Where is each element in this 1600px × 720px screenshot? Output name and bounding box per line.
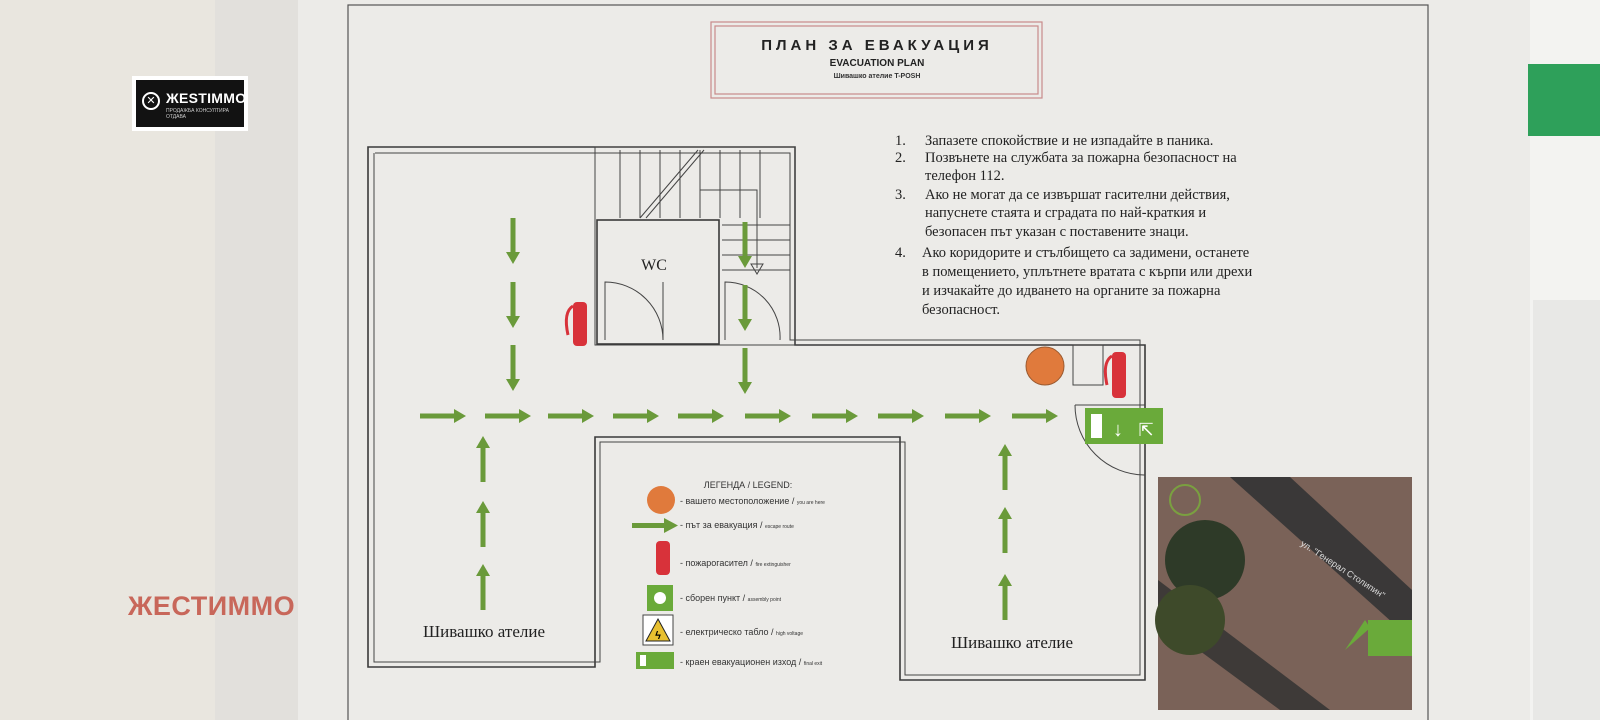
legend-label-en: fire extinguisher — [755, 562, 791, 568]
escape-route-arrow-icon — [812, 409, 858, 423]
fire-extinguisher-icon — [656, 541, 670, 575]
instruction-line: безопасност. — [922, 302, 1000, 318]
escape-route-arrow-icon — [506, 282, 520, 328]
legend-label: - краен евакуационен изход / — [680, 657, 802, 667]
legend-label: - електрическо табло / — [680, 627, 774, 637]
subtitle: Шивашко ателие T-POSH — [834, 73, 921, 80]
escape-route-arrow-icon — [738, 348, 752, 394]
escape-route-arrows — [420, 218, 1058, 620]
logo-brand: ЖESTIMMO — [166, 90, 247, 106]
escape-route-arrow-icon — [476, 436, 490, 482]
escape-route-arrow-icon — [745, 409, 791, 423]
escape-route-arrow-icon — [420, 409, 466, 423]
final-exit-sign-icon: ↓ ⇱ — [1085, 408, 1163, 444]
instruction-number: 4. — [895, 245, 906, 261]
instruction-line: Запазете спокойствие и не изпадайте в па… — [925, 133, 1213, 149]
you-are-here-icon — [647, 486, 675, 514]
escape-route-arrow-icon — [678, 409, 724, 423]
escape-route-arrow-icon — [506, 218, 520, 264]
svg-text:- краен евакуационен изход / f: - краен евакуационен изход / final exit — [680, 657, 823, 667]
escape-route-arrow-icon — [998, 507, 1012, 553]
instruction-line: Ако не могат да се извършат гасителни де… — [925, 187, 1230, 203]
exit-sign-green — [1528, 64, 1600, 136]
instruction-number: 2. — [895, 150, 906, 166]
legend-label-en: assembly point — [748, 597, 782, 603]
escape-route-arrow-icon — [998, 444, 1012, 490]
title-box: ПЛАН ЗА ЕВАКУАЦИЯ EVACUATION PLAN Шивашк… — [710, 21, 1043, 99]
window-edge — [1533, 300, 1600, 720]
svg-text:⇱: ⇱ — [1138, 420, 1153, 440]
escape-route-arrow-icon — [632, 518, 678, 533]
escape-route-arrow-icon — [738, 285, 752, 331]
escape-route-arrow-icon — [998, 574, 1012, 620]
instruction-line: в помещението, уплътнете вратата с кърпи… — [922, 264, 1252, 280]
legend-label-en: final exit — [804, 661, 823, 667]
escape-route-arrow-icon — [476, 564, 490, 610]
escape-route-arrow-icon — [506, 345, 520, 391]
svg-text:- пожарогасител / fire extingu: - пожарогасител / fire extinguisher — [680, 558, 791, 568]
instruction-number: 1. — [895, 133, 906, 149]
escape-route-arrow-icon — [476, 501, 490, 547]
floor-plan-walls — [367, 146, 1146, 681]
wc-label: WC — [641, 257, 667, 274]
instruction-number: 3. — [895, 187, 906, 203]
svg-text:- сборен пункт / assembly poin: - сборен пункт / assembly point — [680, 593, 782, 603]
instruction-line: напуснете стаята и сградата по най-кратк… — [925, 205, 1206, 221]
instruction-line: Позвънете на службата за пожарна безопас… — [925, 150, 1237, 166]
instruction-line: и изчакайте до идването на органите за п… — [922, 283, 1221, 299]
fire-extinguisher-icon — [564, 302, 587, 346]
escape-route-arrow-icon — [878, 409, 924, 423]
legend-label: - път за евакуация / — [680, 520, 763, 530]
title-en: EVACUATION PLAN — [830, 58, 925, 69]
svg-text:↓: ↓ — [1113, 419, 1123, 441]
right-room-label: Шивашко ателие — [951, 633, 1073, 652]
legend-label-en: you are here — [797, 500, 825, 506]
left-room-label: Шивашко ателие — [423, 622, 545, 641]
watermark: ЖЕСТИММО — [128, 591, 296, 621]
sign-inner-border — [347, 4, 1429, 720]
escape-route-arrow-icon — [1012, 409, 1058, 423]
escape-route-arrow-icon — [945, 409, 991, 423]
logo-tagline: ПРОДАЖБА КОНСУЛТИРА ОТДАВА — [166, 108, 229, 120]
svg-text:- електрическо табло / high vo: - електрическо табло / high voltage — [680, 627, 803, 637]
final-exit-icon — [636, 652, 674, 669]
svg-text:- вашето местоположение / you: - вашето местоположение / you are here — [680, 496, 825, 506]
fire-extinguisher-icon — [1103, 352, 1126, 398]
instruction-line: безопасен път указан с поставените знаци… — [925, 224, 1189, 240]
legend-label-en: escape route — [765, 524, 794, 530]
escape-route-arrow-icon — [613, 409, 659, 423]
instruction-line: Ако коридорите и стълбището са задимени,… — [922, 245, 1249, 261]
legend-label: - сборен пункт / — [680, 593, 746, 603]
keys-icon: ✕ — [142, 92, 160, 110]
instructions-list: 1. Запазете спокойствие и не изпадайте в… — [895, 133, 1252, 318]
you-are-here-marker — [1025, 346, 1065, 386]
legend-label-en: high voltage — [776, 631, 803, 637]
assembly-point-icon — [647, 585, 673, 611]
legend-label: - вашето местоположение / — [680, 496, 795, 506]
legend: ЛЕГЕНДА / LEGEND: ϟ - вашето местоположе… — [632, 480, 825, 669]
satellite-map: ул. "Генерал Столипин" — [1155, 477, 1412, 710]
svg-text:ϟ: ϟ — [655, 630, 661, 642]
escape-route-arrow-icon — [485, 409, 531, 423]
instruction-line: телефон 112. — [925, 168, 1005, 184]
high-voltage-icon: ϟ — [642, 614, 674, 646]
legend-label: - пожарогасител / — [680, 558, 753, 568]
title-bg: ПЛАН ЗА ЕВАКУАЦИЯ — [761, 37, 993, 54]
escape-route-arrow-icon — [738, 222, 752, 268]
escape-route-arrow-icon — [548, 409, 594, 423]
logo: ✕ ЖESTIMMO ПРОДАЖБА КОНСУЛТИРА ОТДАВА — [132, 76, 248, 131]
legend-title: ЛЕГЕНДА / LEGEND: — [704, 480, 792, 490]
svg-text:- път за евакуация / escape ro: - път за евакуация / escape route — [680, 520, 794, 530]
